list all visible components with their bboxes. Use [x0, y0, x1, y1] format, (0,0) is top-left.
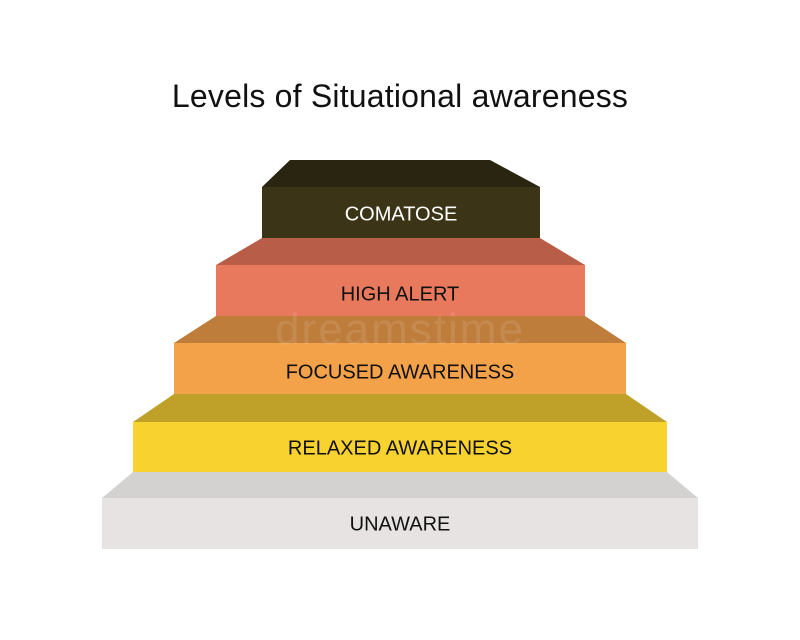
level-relaxed-awareness-front	[133, 422, 667, 472]
level-high-alert-front	[216, 265, 585, 316]
level-unaware-front	[102, 498, 698, 549]
level-focused-awareness-label: FOCUSED AWARENESS	[286, 361, 515, 383]
level-high-alert: HIGH ALERT	[216, 238, 585, 316]
level-focused-awareness-top	[174, 316, 626, 343]
level-relaxed-awareness-top	[133, 394, 667, 422]
level-high-alert-top	[216, 238, 585, 265]
diagram-title: Levels of Situational awareness	[171, 78, 629, 114]
level-focused-awareness-front	[174, 343, 626, 394]
level-unaware: UNAWARE	[102, 472, 698, 549]
level-comatose-label: COMATOSE	[345, 203, 458, 225]
level-relaxed-awareness: RELAXED AWARENESS	[133, 394, 667, 472]
level-unaware-label: UNAWARE	[350, 513, 451, 535]
level-comatose-top	[262, 160, 540, 187]
level-comatose: COMATOSE	[262, 160, 540, 238]
level-focused-awareness: FOCUSED AWARENESS	[174, 316, 626, 394]
level-unaware-top	[102, 472, 698, 498]
level-high-alert-label: HIGH ALERT	[341, 283, 460, 305]
level-comatose-front	[262, 187, 540, 238]
level-relaxed-awareness-label: RELAXED AWARENESS	[288, 437, 512, 459]
